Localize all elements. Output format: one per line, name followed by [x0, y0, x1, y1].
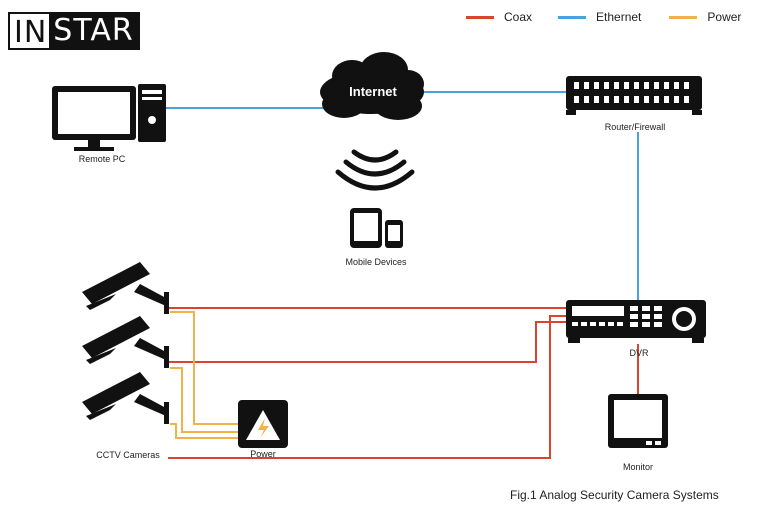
internet-cloud-icon — [320, 52, 424, 120]
wifi-signal-icon — [335, 149, 415, 191]
legend-label-power: Power — [707, 10, 742, 24]
legend-item-coax: Coax — [466, 10, 532, 24]
coax-links — [168, 307, 639, 459]
cctv-cameras-label: CCTV Cameras — [96, 450, 160, 460]
internet-label: Internet — [349, 84, 397, 99]
cctv-camera-2-icon — [82, 316, 169, 368]
mobile-devices-label: Mobile Devices — [345, 257, 407, 267]
legend-label-ethernet: Ethernet — [596, 10, 642, 24]
legend-label-coax: Coax — [504, 10, 533, 24]
legend-item-power: Power — [669, 10, 741, 24]
remote-pc-icon — [52, 84, 166, 151]
remote-pc-label: Remote PC — [78, 154, 126, 164]
coax-swatch — [466, 15, 494, 19]
link-camera2-dvr — [168, 321, 566, 363]
router-label: Router/Firewall — [604, 122, 666, 132]
logo-part-in: IN — [8, 12, 50, 50]
power-line-camera3 — [170, 423, 238, 439]
cctv-camera-3-icon — [82, 372, 169, 424]
legend: Coax Ethernet Power — [466, 10, 741, 24]
monitor-icon — [608, 394, 668, 448]
power-supply-icon — [238, 400, 288, 448]
link-camera3-dvr — [168, 315, 566, 459]
power-line-camera2 — [170, 367, 238, 433]
figure-caption: Fig.1 Analog Security Camera Systems — [510, 488, 719, 502]
mobile-devices-icon — [350, 208, 403, 248]
power-line-camera1 — [170, 311, 238, 425]
instar-logo: IN STAR — [8, 12, 140, 50]
ethernet-links — [166, 91, 639, 300]
ethernet-swatch — [558, 15, 587, 19]
power-swatch — [669, 15, 698, 19]
dvr-icon — [566, 300, 706, 343]
power-label: Power — [250, 449, 276, 459]
monitor-label: Monitor — [622, 462, 653, 472]
cctv-camera-1-icon — [82, 262, 169, 314]
power-links — [170, 311, 238, 439]
dvr-label: DVR — [629, 348, 649, 358]
legend-item-ethernet: Ethernet — [558, 10, 641, 24]
router-icon — [566, 76, 702, 115]
logo-part-star: STAR — [49, 12, 140, 50]
